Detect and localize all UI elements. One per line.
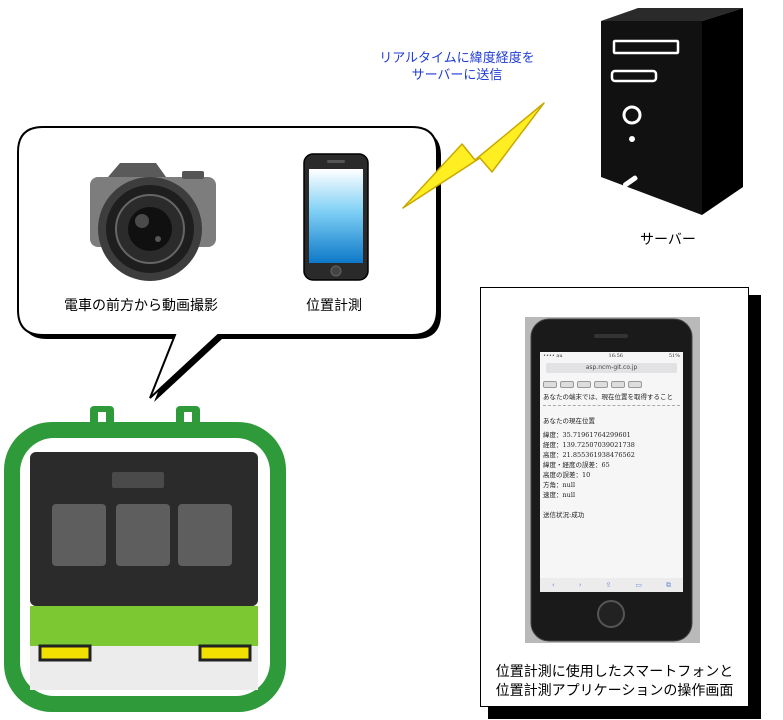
photo-caption: 位置計測に使用したスマートフォンと 位置計測アプリケーションの操作画面 <box>482 663 747 701</box>
server-label: サーバー <box>640 232 696 248</box>
transmission-note-line2: サーバーに送信 <box>411 68 503 83</box>
app-button[interactable] <box>543 381 557 388</box>
lightning-icon <box>402 102 545 209</box>
intro-text: あなたの端末では、現在位置を取得すること <box>543 393 673 401</box>
position-label: 位置計測 <box>306 298 362 314</box>
reading-heading: 方角：null <box>543 481 576 489</box>
reading-accuracy: 緯度・経度の誤差：65 <box>543 461 610 469</box>
app-button-row <box>540 375 683 392</box>
url-bar[interactable]: asp.ncm-git.co.jp <box>546 363 677 373</box>
app-button[interactable] <box>611 381 625 388</box>
camera-icon <box>90 163 216 281</box>
status-time: 16:56 <box>608 353 623 359</box>
smartphone-icon <box>303 153 369 281</box>
divider <box>543 405 680 412</box>
server-icon <box>601 8 743 215</box>
bookmarks-icon[interactable]: ▭ <box>635 581 643 589</box>
train-icon <box>4 406 286 712</box>
section-title: あなたの現在位置 <box>543 417 595 425</box>
send-status: 送信状況:成功 <box>543 511 585 519</box>
reading-latitude: 緯度：35.71961764299601 <box>543 431 631 439</box>
tabs-icon[interactable]: ⧉ <box>665 580 671 589</box>
reading-speed: 速度：null <box>543 491 576 499</box>
status-battery: 51% <box>668 353 680 359</box>
app-button[interactable] <box>594 381 608 388</box>
status-carrier: •••• au <box>543 353 563 359</box>
camera-label: 電車の前方から動画撮影 <box>64 298 218 314</box>
back-icon[interactable]: ‹ <box>551 581 555 589</box>
reading-altitude: 高度：21.855361938476562 <box>543 451 635 459</box>
phone-screen: •••• au 16:56 51% asp.ncm-git.co.jp あなたの… <box>540 352 683 592</box>
reading-altitude-accuracy: 高度の誤差：10 <box>543 471 591 479</box>
transmission-note: リアルタイムに緯度経度を サーバーに送信 <box>372 50 542 84</box>
photo-caption-line2: 位置計測アプリケーションの操作画面 <box>495 683 734 699</box>
reading-longitude: 経度：139.72507039021738 <box>543 441 635 449</box>
share-icon[interactable]: ⇪ <box>605 581 612 589</box>
app-button[interactable] <box>577 381 591 388</box>
forward-icon[interactable]: › <box>578 581 582 589</box>
transmission-note-line1: リアルタイムに緯度経度を <box>379 51 535 66</box>
app-button[interactable] <box>560 381 574 388</box>
app-button[interactable] <box>628 381 642 388</box>
photo-caption-line1: 位置計測に使用したスマートフォンと <box>495 664 734 680</box>
status-bar: •••• au 16:56 51% <box>540 352 683 361</box>
browser-toolbar: ‹ › ⇪ ▭ ⧉ <box>540 578 683 592</box>
